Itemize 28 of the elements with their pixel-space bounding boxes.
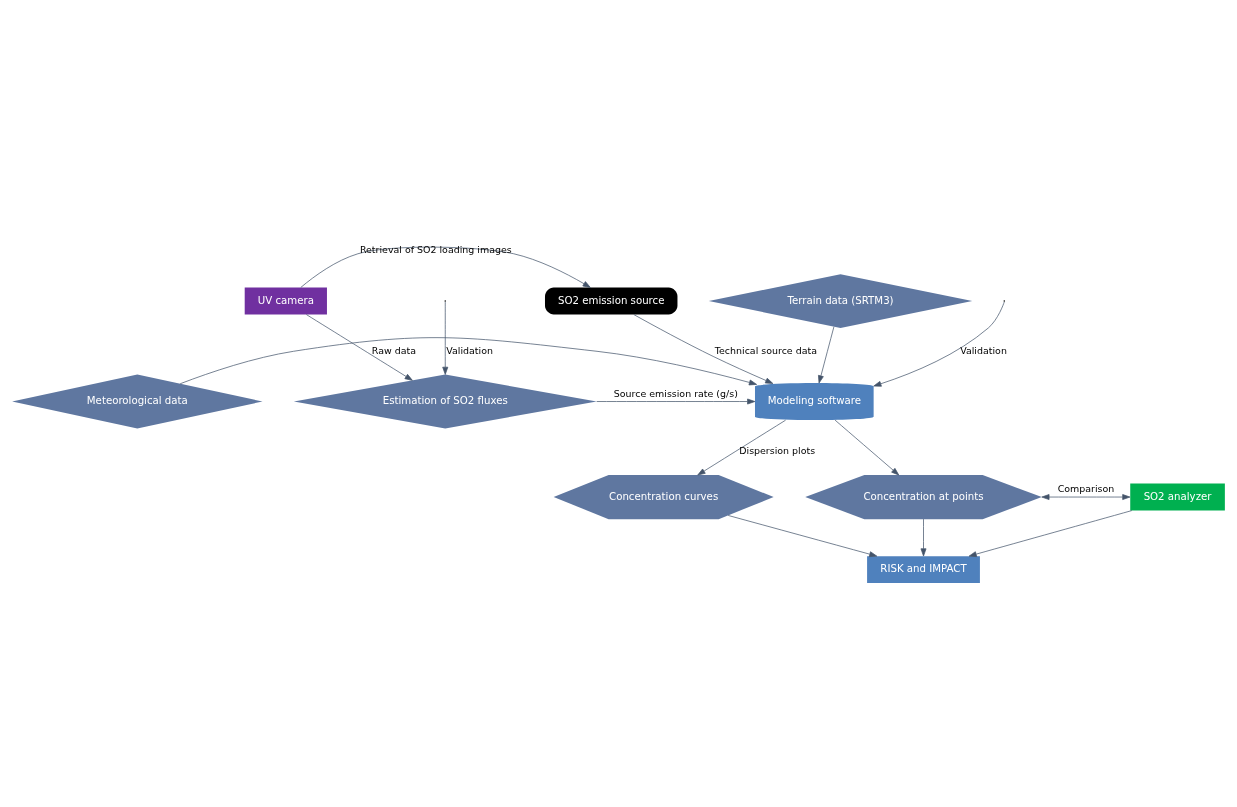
arrow [920, 518, 927, 557]
edge-label: Comparison [1057, 483, 1115, 495]
arrow [834, 419, 900, 476]
arrow [633, 314, 774, 384]
edge-label: Validation [960, 344, 1007, 356]
node-box: UV camera [244, 287, 327, 315]
edge-label: Validation [446, 344, 493, 356]
node-box: RISK and IMPACT [867, 556, 980, 584]
node-diamond: Terrain data (SRTM3) [708, 274, 973, 328]
arrow [442, 301, 449, 375]
arrow [873, 301, 1005, 387]
node-box: SO2 emission source [545, 287, 678, 315]
edge-label: Dispersion plots [739, 445, 816, 457]
arrow [300, 246, 591, 288]
arrow [697, 419, 786, 476]
arrow [727, 515, 878, 558]
edge-label: Source emission rate (g/s) [613, 387, 738, 399]
edge-label: Retrieval of SO2 loading images [359, 244, 512, 256]
node-diamond: Meteorological data [12, 374, 263, 429]
arrow [596, 398, 756, 405]
arrow [968, 510, 1133, 557]
node-box: SO2 analyzer [1130, 483, 1225, 511]
arrow [179, 337, 757, 386]
arrow [1041, 494, 1131, 500]
arrow [818, 326, 835, 384]
arrow [306, 314, 413, 381]
edge-label: Technical source data [714, 344, 817, 356]
edge-label: Raw data [371, 344, 417, 356]
